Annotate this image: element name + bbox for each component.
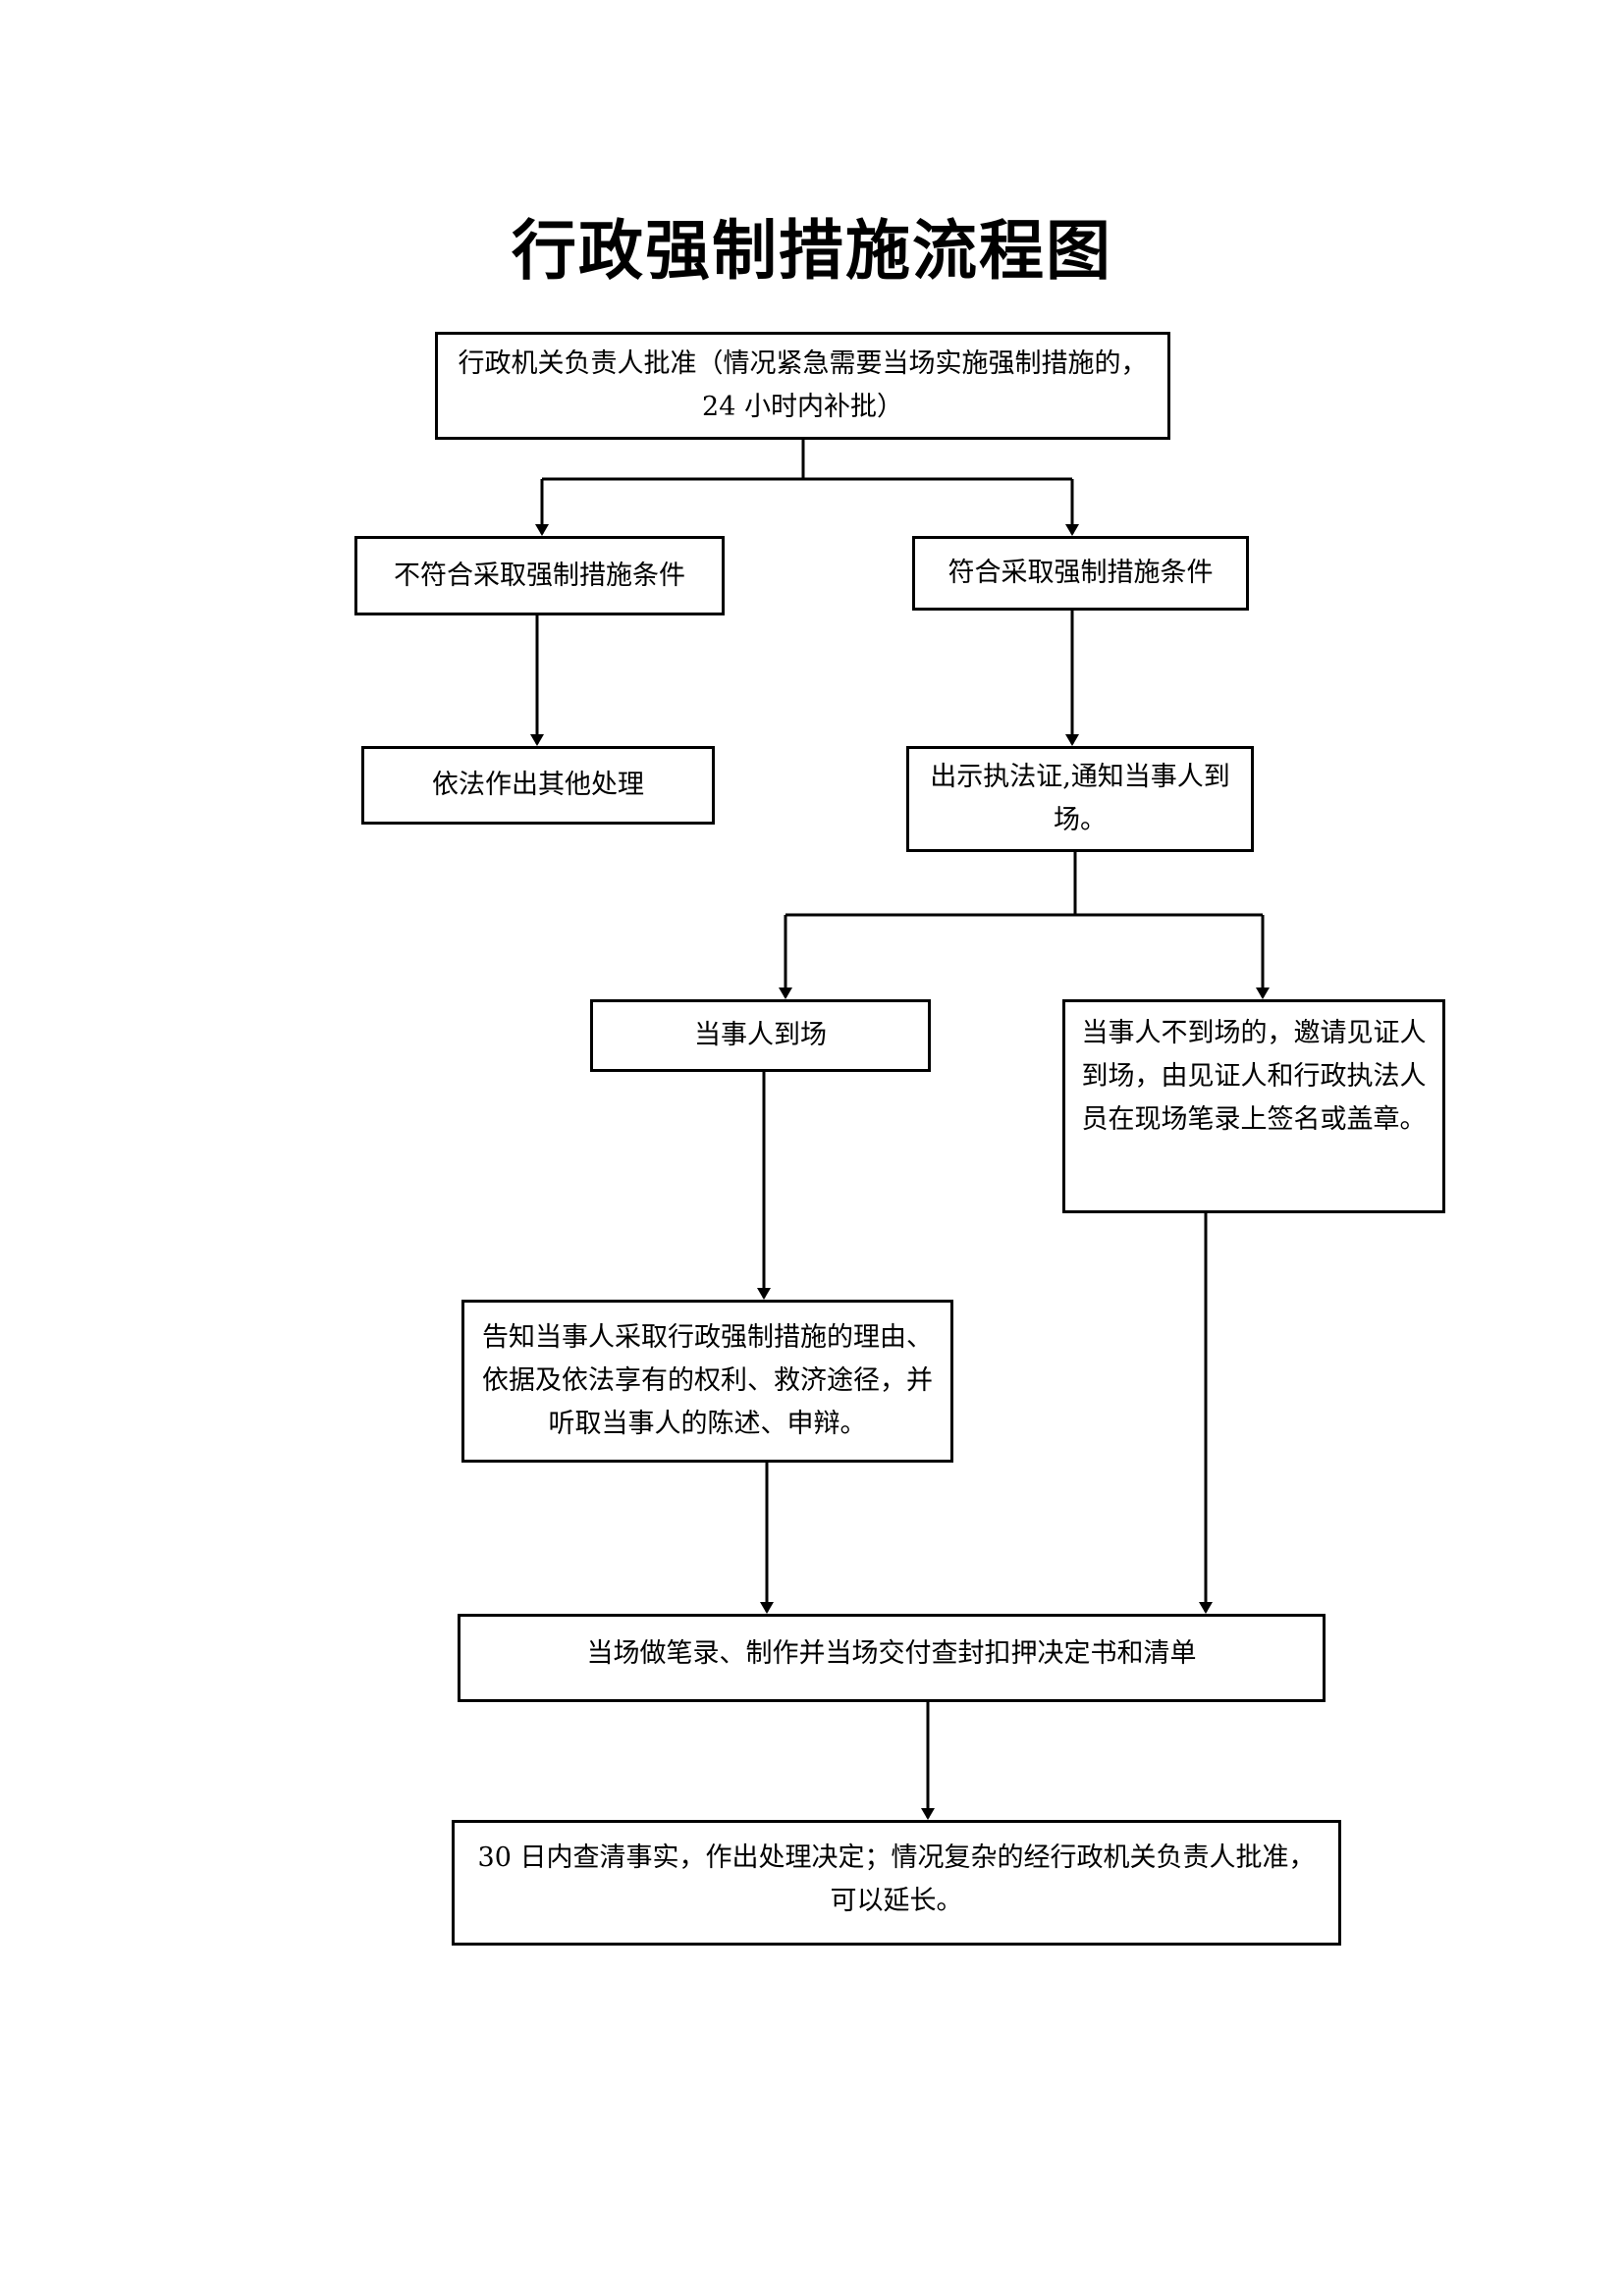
- node-show-certificate: 出示执法证,通知当事人到场。: [906, 746, 1254, 852]
- node-other-handling: 依法作出其他处理: [361, 746, 715, 825]
- node-approval: 行政机关负责人批准（情况紧急需要当场实施强制措施的，24 小时内补批）: [435, 332, 1170, 440]
- node-approval-text: 行政机关负责人批准（情况紧急需要当场实施强制措施的，24 小时内补批）: [458, 348, 1148, 422]
- node-meet-conditions: 符合采取强制措施条件: [912, 536, 1249, 611]
- page-title: 行政强制措施流程图: [512, 213, 1112, 289]
- node-record-text: 当场做笔录、制作并当场交付查封扣押决定书和清单: [586, 1638, 1197, 1669]
- node-inform-party: 告知当事人采取行政强制措施的理由、依据及依法享有的权利、救济途径，并听取当事人的…: [461, 1300, 953, 1463]
- node-not-meet-conditions: 不符合采取强制措施条件: [354, 536, 725, 615]
- node-other-handling-text: 依法作出其他处理: [432, 770, 644, 800]
- node-party-absent: 当事人不到场的，邀请见证人到场，由见证人和行政执法人员在现场笔录上签名或盖章。: [1062, 999, 1445, 1213]
- node-record: 当场做笔录、制作并当场交付查封扣押决定书和清单: [458, 1614, 1326, 1702]
- node-final-decision-text: 30 日内查清事实，作出处理决定；情况复杂的经行政机关负责人批准，可以延长。: [477, 1842, 1316, 1916]
- node-not-meet-text: 不符合采取强制措施条件: [394, 560, 685, 591]
- node-show-certificate-text: 出示执法证,通知当事人到场。: [930, 762, 1230, 835]
- node-party-absent-text: 当事人不到场的，邀请见证人到场，由见证人和行政执法人员在现场笔录上签名或盖章。: [1081, 1018, 1427, 1135]
- node-inform-party-text: 告知当事人采取行政强制措施的理由、依据及依法享有的权利、救济途径，并听取当事人的…: [482, 1322, 933, 1439]
- node-final-decision: 30 日内查清事实，作出处理决定；情况复杂的经行政机关负责人批准，可以延长。: [452, 1820, 1341, 1946]
- node-party-present-text: 当事人到场: [694, 1020, 827, 1050]
- node-meet-text: 符合采取强制措施条件: [947, 558, 1214, 588]
- node-party-present: 当事人到场: [590, 999, 931, 1072]
